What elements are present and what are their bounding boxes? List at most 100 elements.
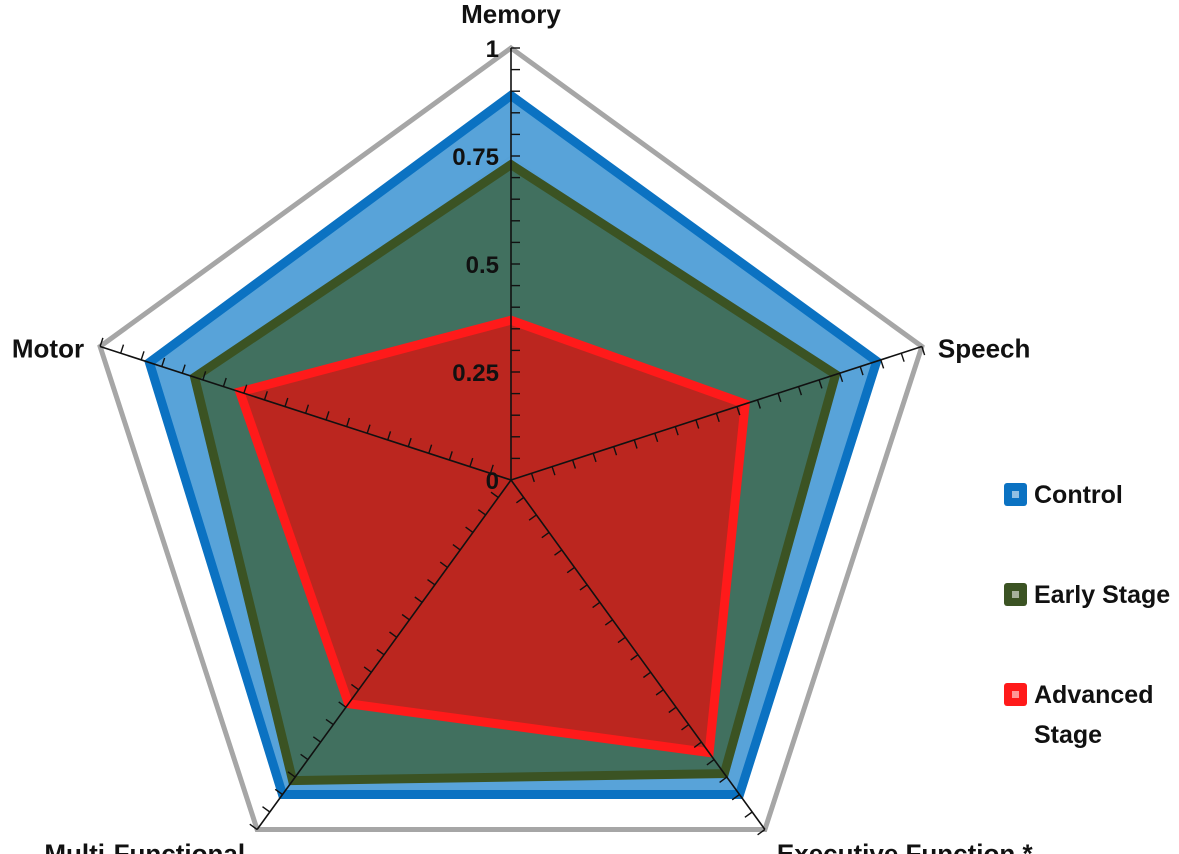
legend-swatch-marker	[1012, 491, 1019, 498]
axis-tick-mark	[756, 399, 761, 409]
legend-swatch-marker	[1012, 591, 1019, 598]
axis-tick-mark	[325, 411, 330, 421]
axis-tick-mark	[642, 671, 652, 679]
axis-tick-mark	[140, 351, 145, 361]
axis-tick-mark	[363, 666, 372, 673]
axis-tick-mark	[287, 771, 296, 778]
legend-item-control: Control	[1004, 481, 1123, 509]
axis-tick-mark	[469, 457, 474, 467]
axis-tick-mark	[407, 437, 412, 447]
axis-tick-mark	[325, 718, 334, 726]
axis-tick-mark	[592, 601, 601, 609]
axis-tick-mark	[592, 453, 597, 463]
axis-tick-mark	[757, 828, 766, 836]
axis-tick-mark	[387, 431, 392, 441]
radial-tick-label: 0.75	[452, 144, 499, 171]
axis-tick-mark	[222, 377, 227, 387]
axis-tick-mark	[274, 788, 283, 796]
axis-tick-mark	[818, 379, 823, 389]
axis-tick-mark	[515, 496, 525, 504]
axis-tick-mark	[181, 364, 186, 374]
axis-tick-mark	[731, 793, 740, 801]
axis-tick-mark	[304, 404, 310, 414]
axis-tick-mark	[346, 417, 351, 427]
axis-tick-mark	[401, 613, 410, 621]
axis-tick-mark	[99, 337, 104, 347]
axis-tick-mark	[389, 631, 398, 638]
axis-tick-mark	[630, 654, 639, 661]
series-layer	[144, 89, 882, 799]
axis-tick-mark	[262, 806, 271, 813]
axis-tick-mark	[161, 357, 166, 367]
axis-tick-mark	[715, 413, 720, 423]
axis-tick-mark	[439, 561, 448, 568]
legend-label: Control	[1034, 481, 1123, 509]
legend-label: Advanced	[1034, 681, 1153, 709]
axis-label-executive-function: Executive Function *	[777, 839, 1034, 854]
axis-tick-mark	[633, 439, 638, 449]
axis-tick-mark	[880, 359, 885, 369]
axis-tick-mark	[350, 683, 360, 691]
radial-tick-label: 0.5	[466, 252, 499, 279]
axis-tick-mark	[674, 426, 679, 436]
axis-tick-mark	[243, 384, 248, 394]
axis-tick-mark	[706, 759, 715, 766]
axis-tick-mark	[528, 514, 537, 521]
axis-spoke-3	[256, 479, 512, 830]
axis-label-speech: Speech	[938, 334, 1031, 364]
axis-tick-mark	[338, 701, 347, 708]
legend-label: Early Stage	[1034, 581, 1170, 609]
axis-tick-mark	[617, 636, 626, 644]
axis-tick-mark	[839, 372, 844, 383]
axis-tick-mark	[300, 753, 309, 761]
axis-tick-mark	[530, 473, 535, 483]
axis-tick-mark	[681, 724, 690, 731]
axis-tick-mark	[777, 392, 782, 403]
legend-label: Stage	[1034, 721, 1102, 749]
axis-label-memory: Memory	[461, 0, 561, 29]
axis-tick-mark	[202, 371, 207, 381]
legend-swatch-marker	[1012, 691, 1019, 698]
axis-tick-mark	[668, 706, 677, 714]
axis-tick-mark	[414, 596, 423, 603]
axis-tick-mark	[693, 741, 702, 748]
axis-tick-mark	[541, 531, 550, 539]
axis-tick-mark	[654, 433, 659, 443]
axis-spoke-1	[510, 345, 923, 481]
outer-frame-ring	[97, 44, 925, 832]
axis-tick-mark	[797, 386, 803, 396]
axis-tick-mark	[263, 391, 268, 401]
axis-tick-mark	[921, 346, 926, 356]
series-advanced-stage-area	[233, 315, 751, 758]
axis-tick-mark	[120, 344, 125, 354]
axis-tick-mark	[566, 566, 575, 574]
axis-tick-mark	[551, 466, 556, 476]
axis-tick-mark	[859, 366, 864, 376]
axis-tick-mark	[736, 406, 741, 416]
axis-tick-mark	[571, 459, 577, 469]
axis-tick-mark	[900, 352, 905, 362]
axis-tick-mark	[312, 736, 322, 743]
axis-tick-mark	[554, 549, 563, 556]
radial-tick-label: 0.25	[452, 360, 499, 387]
axis-tick-mark	[448, 451, 453, 461]
axis-tick-mark	[452, 544, 461, 551]
axis-tick-mark	[376, 648, 385, 656]
axis-tick-mark	[490, 491, 499, 499]
axis-tick-mark	[465, 526, 474, 533]
axis-tick-mark	[695, 419, 700, 429]
axis-tick-mark	[427, 579, 436, 586]
axis-tick-mark	[284, 397, 289, 407]
axis-tick-mark	[366, 424, 371, 434]
axis-tick-mark	[604, 619, 614, 626]
axis-layer	[97, 44, 926, 836]
axis-tick-mark	[744, 811, 753, 818]
axis-tick-mark	[719, 776, 728, 783]
legend-item-early-stage: Early Stage	[1004, 581, 1170, 609]
axis-tick-mark	[489, 464, 494, 474]
radial-tick-label: 1	[486, 36, 499, 63]
